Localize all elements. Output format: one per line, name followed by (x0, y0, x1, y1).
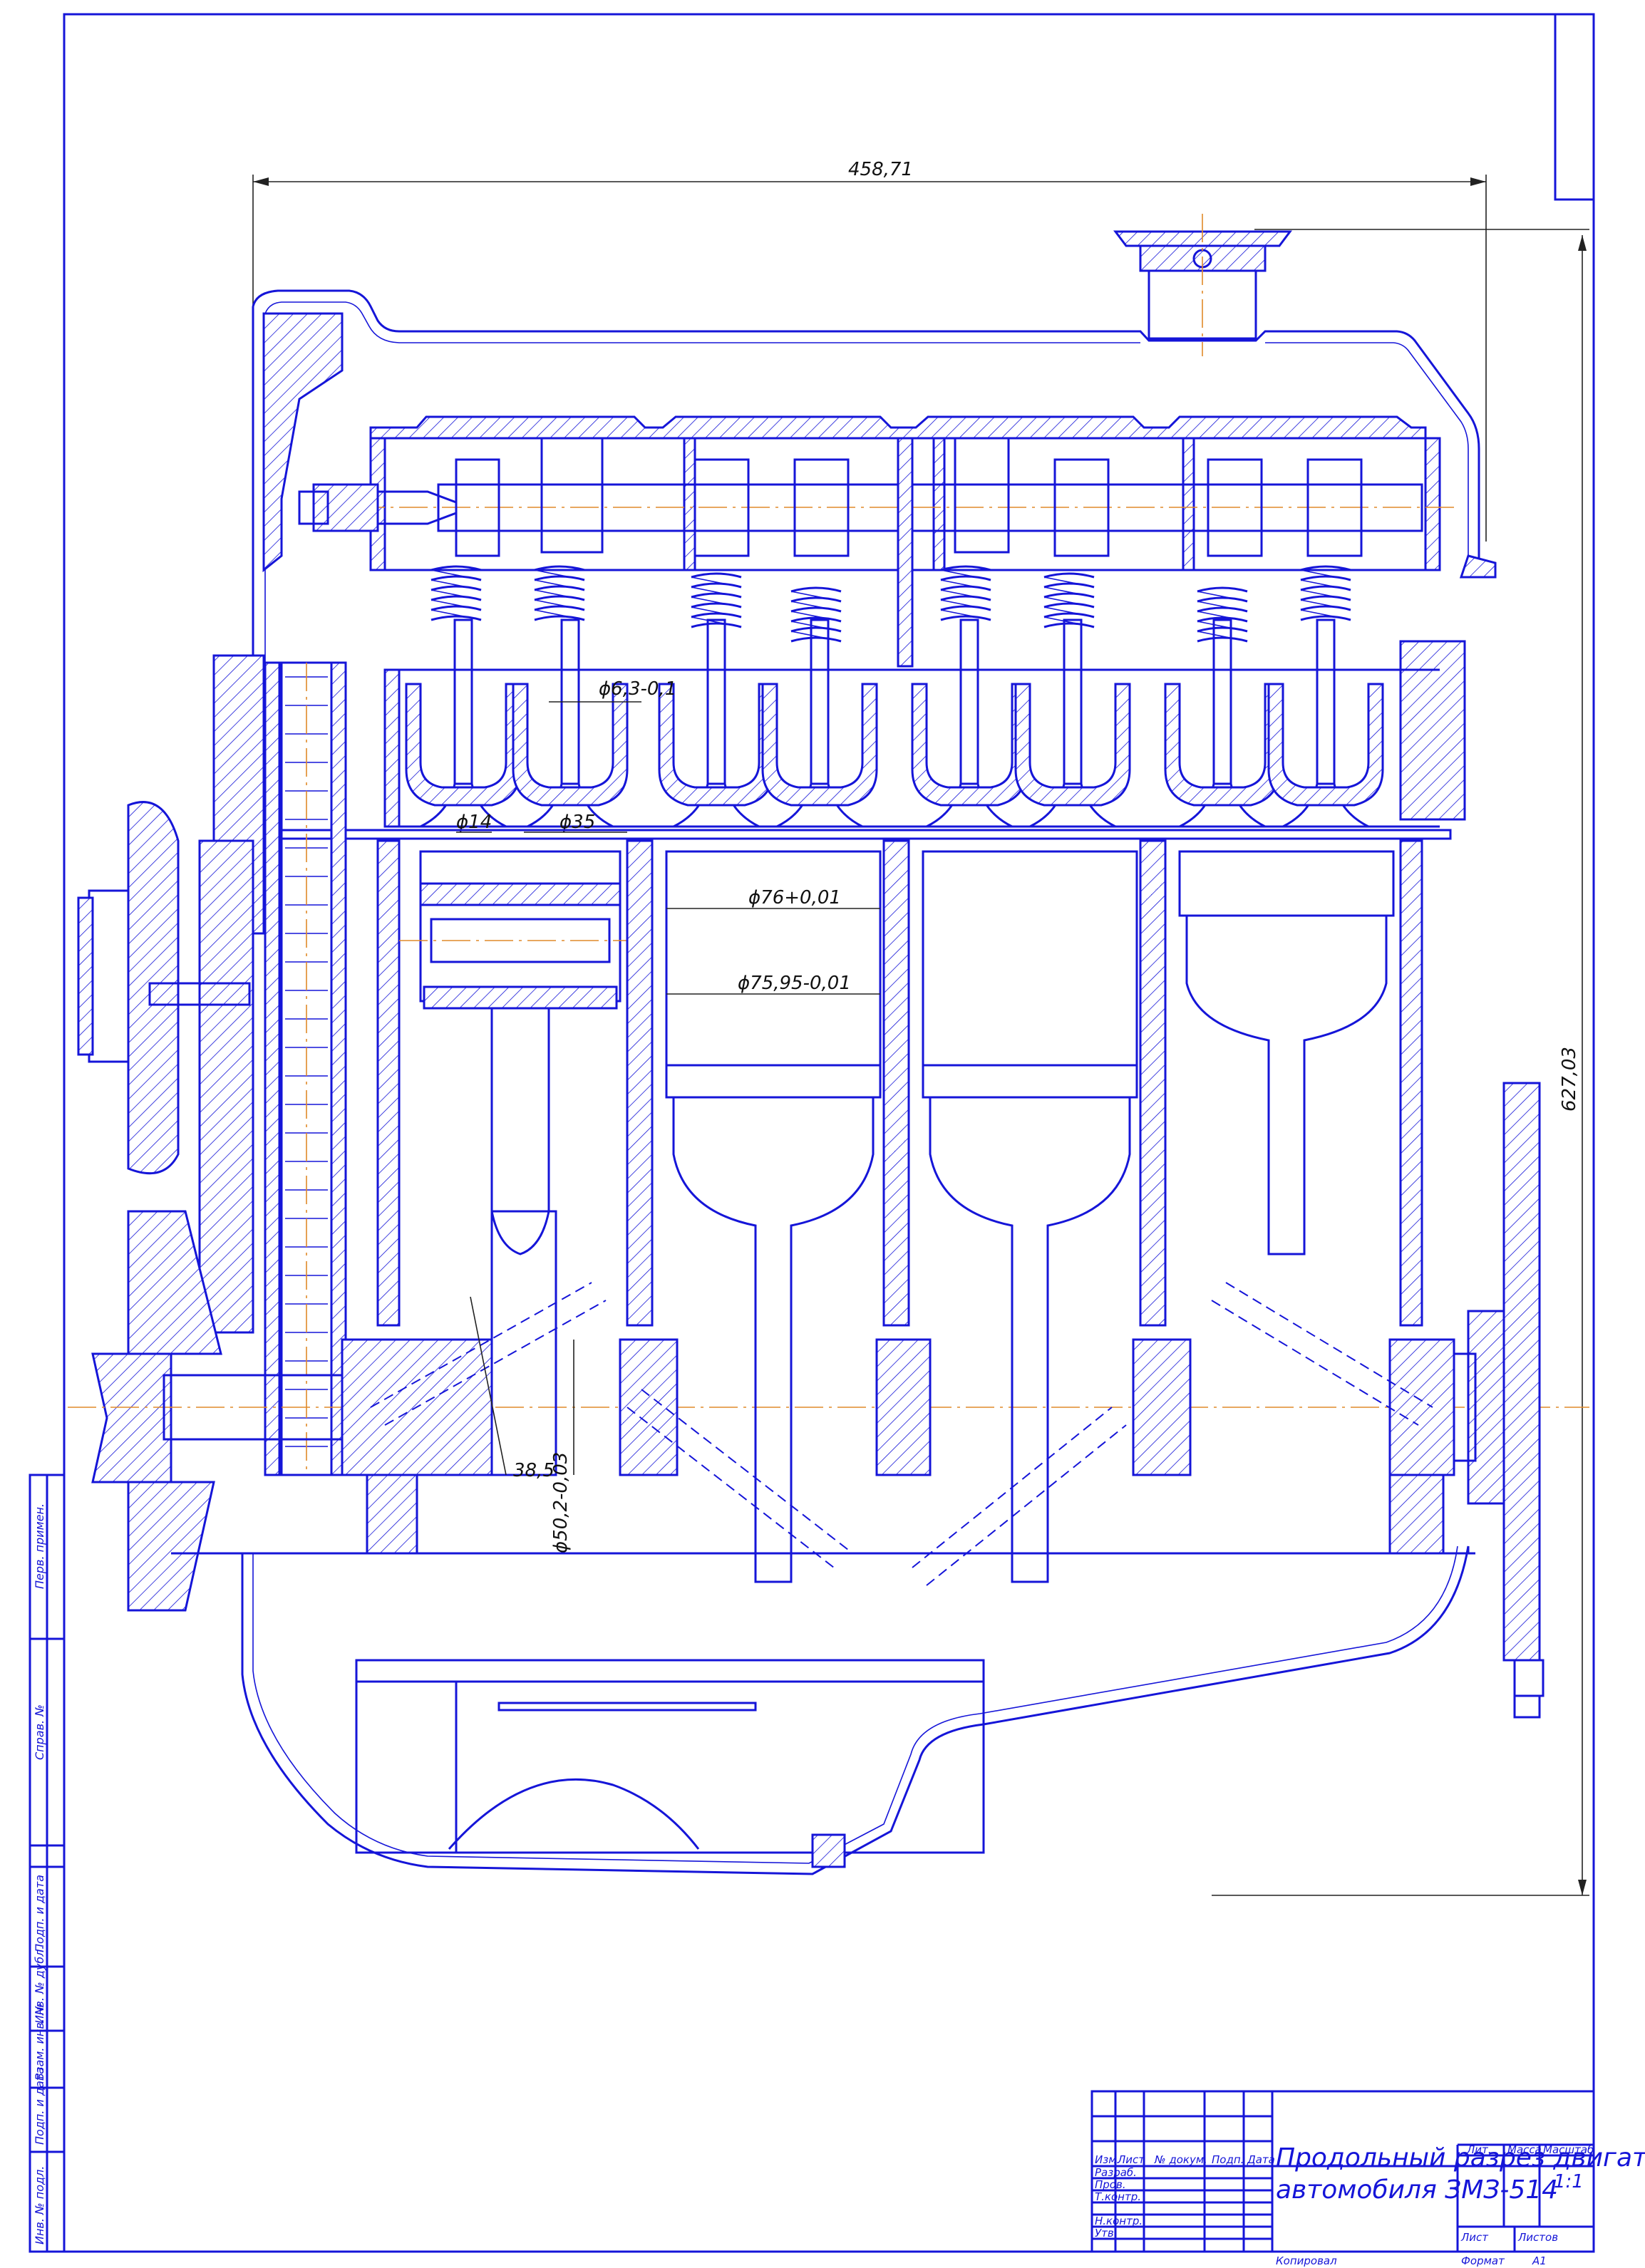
tb-role-utv: Утв. (1095, 2227, 1118, 2239)
dimension-overall-length: 458,71 (252, 159, 1487, 542)
tb-format: Формат (1461, 2254, 1505, 2267)
tb-role-razrab: Разраб. (1095, 2166, 1137, 2179)
tb-h-dokum: № докум. (1154, 2153, 1207, 2166)
oil-filler-cap (1113, 214, 1292, 356)
timing-chain-cover (198, 312, 347, 1476)
tb-h-podp: Подп. (1212, 2153, 1244, 2166)
crank-pulley (77, 801, 251, 1612)
dimension-overall-height: 627,03 (1212, 229, 1589, 1896)
flywheel (1453, 1082, 1545, 1719)
tb-copied: Копировал (1276, 2254, 1337, 2267)
journal-label: ϕ50,2-0,03 (550, 1452, 572, 1553)
oil-pan (241, 1545, 1470, 1875)
stamp-sprav: Справ. № (33, 1704, 46, 1760)
side-stamp-column: Перв. примен. Справ. № Подп. и дата Инв.… (29, 1474, 66, 2253)
camshaft (298, 437, 1454, 668)
title-block: Изм. Лист № докум. Подп. Дата Разраб. Пр… (1090, 2090, 1645, 2267)
tb-sheets: Листов (1517, 2231, 1558, 2244)
overall-length-label: 458,71 (848, 159, 913, 180)
cylinder-2: ϕ76+0,01 ϕ75,95-0,01 (626, 839, 882, 1583)
bore-label: ϕ76+0,01 (748, 887, 841, 908)
title-line-1: Продольный разрез двигателя (1276, 2143, 1645, 2173)
stamp-inv-podl: Инв. № подл. (33, 2166, 46, 2244)
cylinder-1 (376, 839, 634, 1327)
tb-sheet: Лист (1460, 2231, 1489, 2244)
tb-format-value: А1 (1532, 2254, 1547, 2267)
stamp-inv-dubl: Инв. № дубл. (33, 1946, 46, 2024)
tb-scale: Масштаб (1543, 2143, 1594, 2156)
overall-height-label: 627,03 (1559, 1047, 1580, 1112)
tb-lit: Лит. (1466, 2143, 1492, 2156)
valve-dimensions: ϕ6,3-0,1 ϕ14 ϕ35 (456, 678, 676, 833)
timing-chain (285, 663, 328, 1475)
cylinder-3 (882, 839, 1138, 1583)
tb-scale-value: 1:1 (1554, 2171, 1584, 2192)
crank-radius-label: 38,5 (513, 1460, 555, 1481)
drawing-frame (63, 13, 1595, 2253)
piston-label: ϕ75,95-0,01 (738, 973, 851, 994)
crankshaft (68, 1210, 1589, 1586)
title-line-2: автомобиля ЗМЗ-514 (1276, 2175, 1558, 2205)
tb-h-data: Дата (1247, 2153, 1275, 2166)
head-ports (383, 668, 1384, 828)
tb-mass: Масса (1507, 2143, 1542, 2156)
tb-h-izm: Изм. (1095, 2153, 1120, 2166)
tb-role-tkontr: Т.контр. (1095, 2190, 1141, 2203)
tb-role-prov: Пров. (1095, 2178, 1126, 2191)
tb-h-list: Лист (1117, 2153, 1145, 2166)
tb-role-nkontr: Н.контр. (1095, 2215, 1143, 2227)
stamp-podp-data-2: Подп. и дата (33, 2067, 46, 2145)
crank-dimensions: ϕ50,2-0,03 38,5 (470, 1296, 574, 1553)
cylinder-4 (1139, 839, 1423, 1327)
valve-stem-label: ϕ6,3-0,1 (599, 678, 676, 700)
head-gasket (244, 829, 1452, 840)
stamp-vzam-inv: Взам. инв. № (33, 2003, 46, 2081)
stamp-podp-data-1: Подп. и дата (33, 1875, 46, 1952)
stamp-perv-primen: Перв. примен. (33, 1503, 46, 1589)
cylinder-head (369, 415, 1466, 828)
